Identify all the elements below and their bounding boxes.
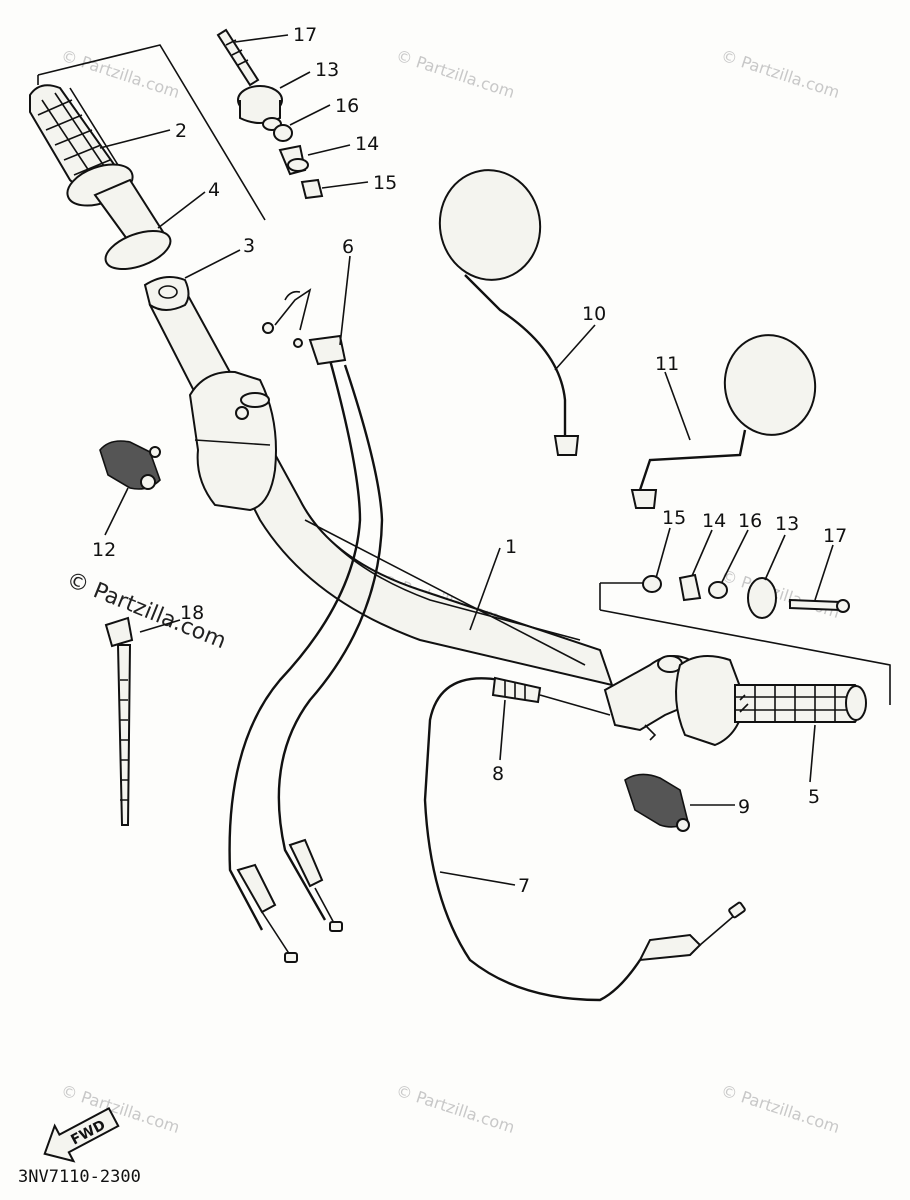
callout-9: 9 — [738, 796, 750, 818]
callout-15-right: 15 — [662, 507, 686, 529]
forward-arrow: FWD — [43, 1106, 120, 1163]
callout-10: 10 — [582, 303, 606, 325]
callout-11: 11 — [655, 353, 679, 375]
callout-6: 6 — [342, 236, 354, 258]
clutch-cable — [423, 676, 746, 1002]
callout-18: 18 — [180, 602, 204, 624]
callout-13: 13 — [315, 59, 339, 81]
watermark-dark: © Partzilla.com — [63, 567, 230, 654]
callout-12: 12 — [92, 539, 116, 561]
bar-end-parts-top — [216, 28, 324, 200]
watermark: © Partzilla.com — [394, 46, 517, 102]
right-grip — [734, 684, 867, 723]
callout-16-right: 16 — [738, 510, 762, 532]
callout-14: 14 — [355, 133, 379, 155]
callout-5: 5 — [808, 786, 820, 808]
mirror-right — [630, 334, 817, 509]
left-clamp — [188, 370, 277, 512]
callout-17-right: 17 — [823, 525, 847, 547]
mirror-left — [438, 169, 580, 456]
callout-13-right: 13 — [775, 513, 799, 535]
watermark: © Partzilla.com — [719, 1081, 842, 1137]
watermark: © Partzilla.com — [394, 1081, 517, 1137]
callout-4: 4 — [208, 179, 220, 201]
diagram-code: 3NV7110-2300 — [18, 1167, 141, 1187]
callout-14-right: 14 — [702, 510, 726, 532]
callout-2: 2 — [175, 120, 187, 142]
callouts: 1 2 3 4 5 6 7 8 9 10 11 12 13 14 15 16 1… — [92, 24, 847, 897]
callout-7: 7 — [518, 875, 530, 897]
callout-3: 3 — [243, 235, 255, 257]
right-switch — [624, 773, 690, 832]
left-grip — [29, 44, 266, 311]
callout-15: 15 — [373, 172, 397, 194]
leader-lines — [99, 34, 834, 886]
cable-tie — [104, 616, 134, 826]
throttle-housing — [603, 655, 747, 747]
throttle-cables — [228, 288, 384, 963]
callout-16: 16 — [335, 95, 359, 117]
callout-17: 17 — [293, 24, 317, 46]
watermark: © Partzilla.com — [719, 46, 842, 102]
bar-end-parts-right — [599, 573, 891, 705]
callout-8: 8 — [492, 763, 504, 785]
left-switch — [99, 440, 161, 490]
callout-1: 1 — [505, 536, 517, 558]
